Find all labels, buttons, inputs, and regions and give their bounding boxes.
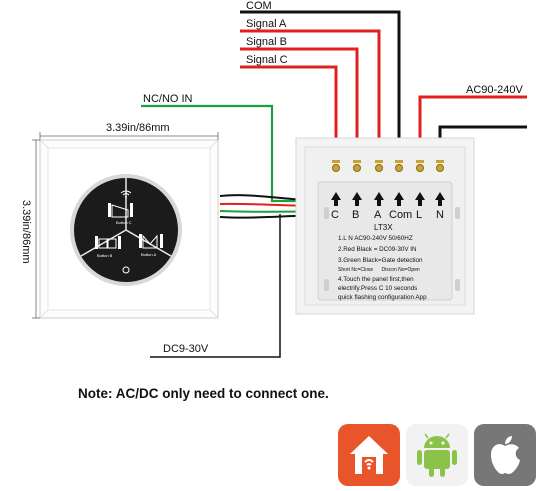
com-label: COM [246,0,272,12]
terminal-a: A [374,209,382,221]
mount-slot-right [455,207,460,219]
wifi-icon [120,190,132,198]
back-module: C B A Com L N LT3X 1.L N AC90-240V 50/60… [295,137,475,315]
gate-icon-b [95,236,121,249]
apple-icon [474,424,536,486]
power-icon [122,266,130,274]
spec-line-7: quick flashing configuration App [338,294,427,301]
signal-b-label: Signal B [246,36,287,48]
gate-icon-c [108,203,133,218]
com-wire: COM [240,0,401,160]
terminal-arrows [331,192,445,206]
android-icon [406,424,468,486]
mount-slot-left-lower [324,279,329,291]
spec-line-3: 3.Green Black=Gate detection [338,257,423,264]
terminal-b: B [352,209,359,221]
signal-a-label: Signal A [246,18,287,30]
house-icon [350,436,388,474]
spec-line-2: 2.Red Black = DC09-30V IN [338,246,417,253]
terminal-l: L [416,209,422,221]
terminal-c: C [331,209,339,221]
spec-line-6: electrify.Press C 10 seconds [338,285,417,292]
note-text: Note: AC/DC only need to connect one. [78,386,329,401]
gate-icon-a [139,234,163,249]
button-b-label: Button B [97,253,113,258]
nc-no-label: NC/NO IN [143,93,193,105]
touch-button-disc: Button C Button B Button A [70,174,182,286]
spec-line-5: 4.Touch the panel first,then [338,276,414,283]
width-dimension-label: 3.39in/86mm [106,122,170,134]
width-dimension: 3.39in/86mm [39,122,219,140]
mount-slot-left [324,207,329,219]
home-app-icon [338,424,400,486]
button-c-label: Button C [116,220,132,225]
dc-label: DC9-30V [163,343,209,355]
mount-slot-right-lower [455,279,460,291]
android-robot-icon [417,433,457,477]
terminal-screws [332,160,444,172]
terminal-n: N [436,209,444,221]
signal-a-wire: Signal A [240,18,381,160]
dc-wire: DC9-30V [150,214,281,358]
signal-c-label: Signal C [246,54,288,66]
ac-label: AC90-240V [466,84,524,96]
spec-line-4: Short Nc=Close Discon No=Open [338,267,420,273]
terminal-com: Com [389,209,412,221]
height-dimension-label: 3.39in/86mm [20,200,32,264]
apple-logo-icon [491,436,520,474]
button-a-label: Button A [141,252,156,257]
model-label: LT3X [374,223,393,232]
signal-b-wire: Signal B [240,36,359,160]
signal-c-wire: Signal C [240,54,338,160]
spec-line-1: 1.L N AC90-240V 50/60HZ [338,235,413,242]
height-dimension: 3.39in/86mm [20,139,40,319]
